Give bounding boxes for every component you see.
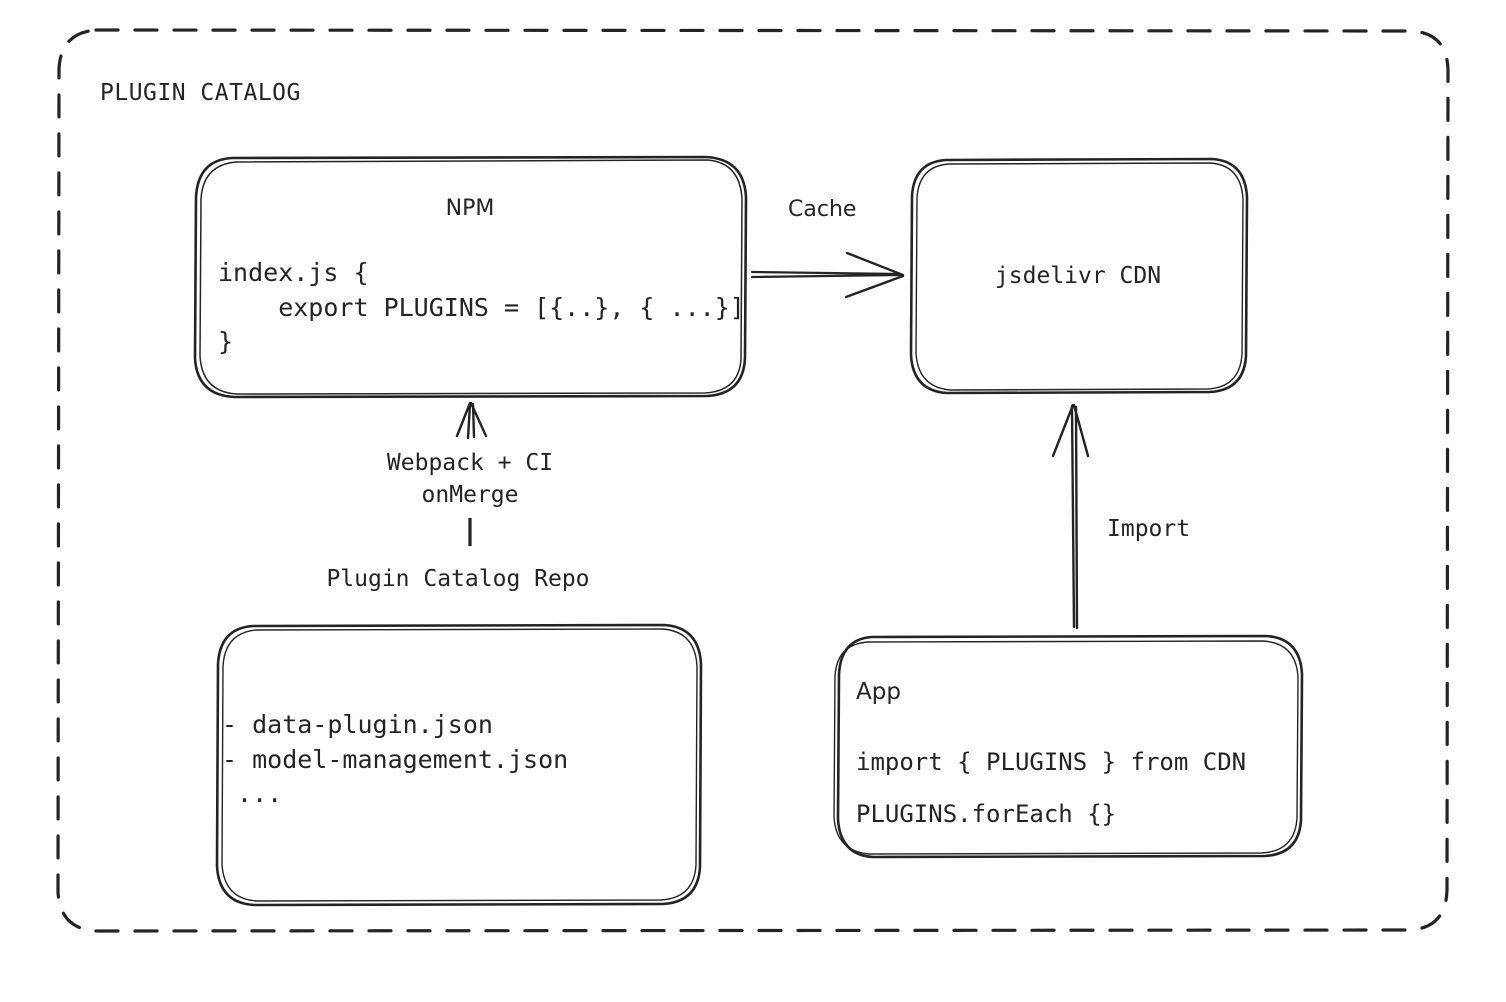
edge-label-webpack-ci: Webpack + CI onMerge <box>386 450 554 508</box>
container-title: PLUGIN CATALOG <box>100 80 301 106</box>
arrow-npm-to-cdn <box>750 251 905 299</box>
edge-label-cache: Cache <box>788 197 857 222</box>
repo-file-list: - data-plugin.json - model-management.js… <box>222 710 569 808</box>
repo-node-caption: Plugin Catalog Repo <box>326 566 590 592</box>
cdn-node-title: jsdelivr CDN <box>994 263 1162 289</box>
app-node-title: App <box>856 679 901 705</box>
app-code-block: import { PLUGINS } from CDN PLUGINS.forE… <box>856 748 1247 828</box>
npm-node-title: NPM <box>445 196 495 221</box>
edge-label-import: Import <box>1107 516 1191 542</box>
npm-code-block: index.js { export PLUGINS = [{..}, { ...… <box>218 258 745 356</box>
arrow-app-to-cdn <box>1051 403 1090 630</box>
